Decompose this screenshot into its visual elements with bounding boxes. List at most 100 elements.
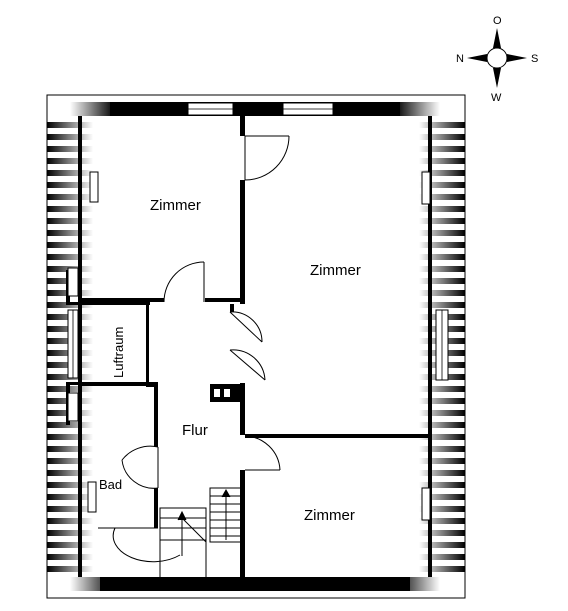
rafter-right (419, 446, 465, 452)
rafter-left (47, 254, 93, 260)
rafter-right (419, 266, 465, 272)
rafter-left (47, 218, 93, 224)
rafter-right (419, 278, 465, 284)
wall-right-rooms-divider (245, 434, 428, 438)
compass-arrow-up (493, 28, 501, 48)
rafter-right (419, 506, 465, 512)
rafter-right (419, 230, 465, 236)
rafter-right (419, 554, 465, 560)
chimney-hole-2 (224, 389, 230, 397)
rafter-right (419, 134, 465, 140)
rafter-right (419, 410, 465, 416)
rafter-left (47, 458, 93, 464)
rafter-right (419, 434, 465, 440)
rafter-left (47, 470, 93, 476)
compass-label-north: N (456, 53, 464, 65)
rafter-right (419, 518, 465, 524)
rafter-right (419, 158, 465, 164)
label-luftraum: Luftraum (111, 327, 126, 378)
rafter-left (47, 518, 93, 524)
rafter-right (419, 302, 465, 308)
rafter-right (419, 170, 465, 176)
knee-wall-left (78, 116, 82, 577)
window-right-main (435, 309, 449, 381)
top-window-left (187, 102, 234, 116)
top-wall-core (110, 102, 400, 116)
rafter-left (47, 482, 93, 488)
compass-label-south: S (531, 53, 538, 65)
wall-flur-right-mid (240, 383, 245, 435)
label-room-top-left: Zimmer (150, 197, 201, 214)
compass-label-west: W (491, 92, 502, 104)
rafter-right (419, 470, 465, 476)
rafter-left (47, 230, 93, 236)
rafter-left (47, 122, 93, 128)
door-flur-bottom-right (244, 435, 281, 471)
rafter-left (47, 566, 93, 572)
door-top-room-right (244, 135, 290, 181)
rafter-right (419, 122, 465, 128)
label-flur: Flur (182, 422, 208, 439)
window-left-room (89, 171, 99, 203)
rafter-left (47, 446, 93, 452)
rafter-left (47, 182, 93, 188)
door-bath (121, 445, 159, 489)
window-left-bath (87, 481, 97, 513)
chimney-hole-1 (214, 389, 220, 397)
window-right-lower (421, 487, 431, 521)
label-bad: Bad (99, 477, 122, 492)
staircase (98, 487, 243, 579)
top-window-right (282, 102, 334, 116)
rafter-left (47, 506, 93, 512)
rafter-left (47, 134, 93, 140)
rafter-right (419, 494, 465, 500)
wall-top-left-room-bottom-b (205, 298, 245, 302)
window-right-upper (421, 171, 431, 205)
door-left-room (163, 261, 205, 303)
rafter-right (419, 458, 465, 464)
wall-flur-left (146, 384, 154, 387)
rafter-left (47, 542, 93, 548)
rafter-left (47, 434, 93, 440)
compass-label-east: O (493, 15, 502, 27)
wall-flur-right-upper (230, 304, 234, 312)
outer-boundary (46, 94, 466, 599)
compass-circle (486, 47, 508, 69)
rafter-right (419, 206, 465, 212)
rafter-left (47, 206, 93, 212)
rafter-right (419, 482, 465, 488)
rafter-right (419, 386, 465, 392)
label-room-bottom-right: Zimmer (304, 507, 355, 524)
rafter-left (47, 494, 93, 500)
rafter-left (47, 554, 93, 560)
wall-luftraum-right (146, 302, 149, 384)
rafter-right (419, 530, 465, 536)
rafter-right (419, 422, 465, 428)
rafter-left (47, 530, 93, 536)
bottom-wall-core (100, 577, 410, 591)
rafter-right (419, 242, 465, 248)
rafter-right (419, 254, 465, 260)
rafter-right (419, 542, 465, 548)
knee-wall-right (428, 116, 432, 577)
rafter-left (47, 146, 93, 152)
compass-arrow-right (507, 54, 527, 62)
rafter-right (419, 398, 465, 404)
wall-bath-top (82, 382, 158, 386)
rafter-left (47, 242, 93, 248)
wall-top-left-room-right (240, 116, 245, 136)
rafter-right (419, 194, 465, 200)
compass: O N S W (456, 15, 538, 104)
rafter-right (419, 218, 465, 224)
wall-bath-right-lower (154, 488, 158, 528)
dormer-left-wall-top (66, 302, 150, 305)
window-left-lower (67, 392, 79, 422)
window-left-luftraum (67, 309, 79, 379)
window-left-upper (67, 267, 79, 297)
compass-arrow-down (493, 68, 501, 88)
door-right-room-upper (229, 311, 266, 381)
wall-center-vertical-upper (240, 180, 245, 304)
rafter-left (47, 170, 93, 176)
rafter-right (419, 566, 465, 572)
